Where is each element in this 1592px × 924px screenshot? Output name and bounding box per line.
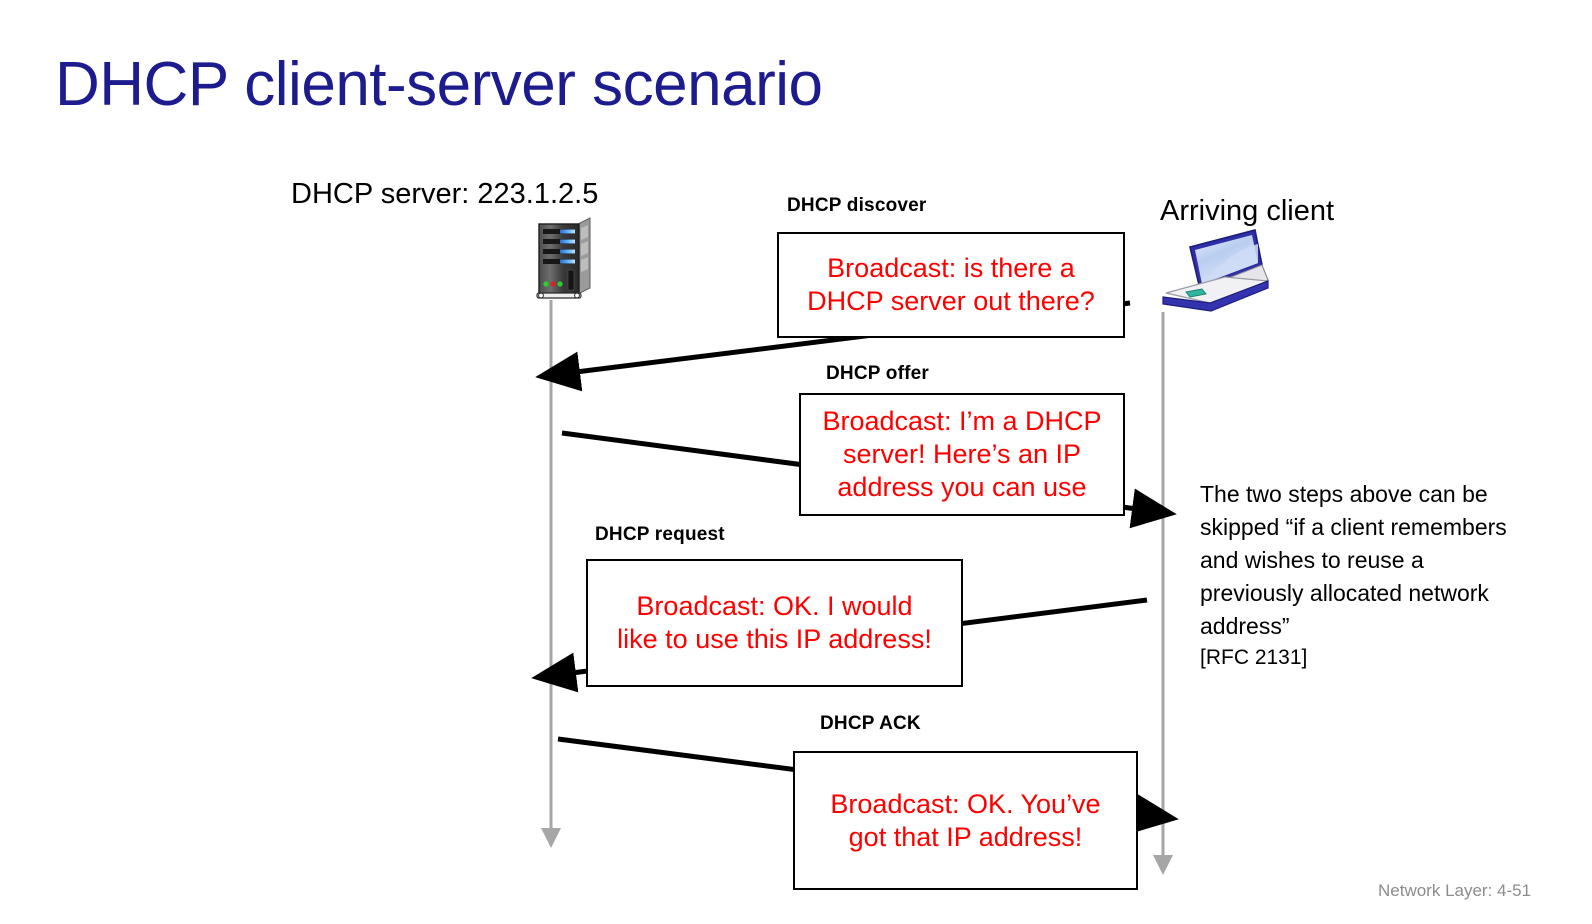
slide-footer: Network Layer: 4-51 — [1378, 881, 1532, 900]
server-tower-icon — [536, 217, 591, 299]
message-text-dhcp-discover: Broadcast: is there a DHCP server out th… — [807, 253, 1095, 316]
client-lifeline — [1153, 312, 1173, 875]
server-label: DHCP server: 223.1.2.5 — [291, 178, 599, 210]
message-label-dhcp-offer: DHCP offer — [826, 363, 929, 384]
note-citation: [RFC 2131] — [1200, 646, 1308, 669]
message-box-dhcp-discover[interactable]: Broadcast: is there a DHCP server out th… — [777, 232, 1125, 338]
message-box-dhcp-ack[interactable]: Broadcast: OK. You’ve got that IP addres… — [793, 751, 1138, 890]
page-title: DHCP client-server scenario — [55, 50, 823, 119]
message-box-dhcp-offer[interactable]: Broadcast: I’m a DHCP server! Here’s an … — [799, 393, 1125, 516]
message-label-dhcp-discover: DHCP discover — [787, 195, 927, 216]
message-text-dhcp-ack: Broadcast: OK. You’ve got that IP addres… — [830, 788, 1101, 852]
client-label: Arriving client — [1160, 195, 1335, 227]
message-box-dhcp-request[interactable]: Broadcast: OK. I would like to use this … — [586, 559, 963, 687]
message-label-dhcp-ack: DHCP ACK — [820, 713, 921, 734]
message-text-dhcp-request: Broadcast: OK. I would like to use this … — [617, 591, 932, 654]
laptop-icon — [1162, 229, 1269, 312]
note-body: The two steps above can be skipped “if a… — [1200, 481, 1507, 639]
message-text-dhcp-offer: Broadcast: I’m a DHCP server! Here’s an … — [822, 406, 1102, 502]
message-label-dhcp-request: DHCP request — [595, 524, 725, 545]
